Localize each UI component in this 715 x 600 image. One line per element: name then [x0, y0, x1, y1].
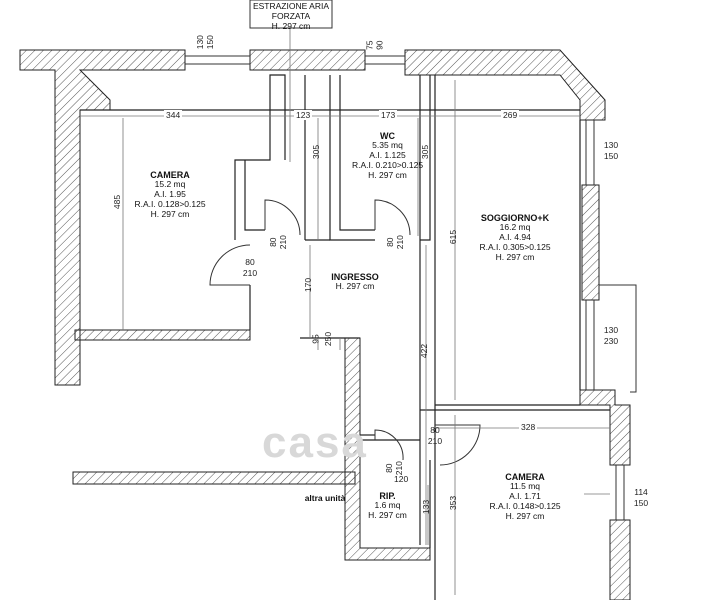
room-rai: R.A.I. 0.148>0.125 [489, 500, 561, 511]
room-height: H. 297 cm [150, 208, 190, 219]
room-name: SOGGIORNO+K [480, 213, 550, 223]
room-name: INGRESSO [331, 272, 379, 282]
dim-328: 328 [519, 422, 538, 432]
room-name: WC [380, 131, 395, 141]
window-width: 130 [194, 35, 205, 50]
room-area: 5.35 mq [372, 140, 403, 151]
window-label-4: 130 230 [600, 325, 622, 346]
room-camera-1: CAMERA 15.2 mq A.I. 1.95 R.A.I. 0.128>0.… [115, 170, 225, 219]
dim-170: 170 [303, 277, 314, 293]
door-label-camera-2: 80 210 [423, 425, 447, 446]
window-label-2: 75 90 [365, 40, 385, 49]
room-area: 16.2 mq [499, 222, 531, 233]
room-wc: WC 5.35 mq A.I. 1.125 R.A.I. 0.210>0.125… [340, 131, 435, 180]
window-width: 130 [603, 140, 619, 150]
window-height: 90 [374, 40, 385, 50]
dim-485: 485 [112, 194, 123, 210]
window-width: 75 [364, 40, 375, 50]
dim-305-a: 305 [311, 144, 322, 160]
room-soggiorno: SOGGIORNO+K 16.2 mq A.I. 4.94 R.A.I. 0.3… [460, 213, 570, 262]
room-height: H. 297 cm [335, 281, 375, 292]
dim-250: 250 [323, 331, 334, 347]
room-rai: R.A.I. 0.305>0.125 [479, 241, 551, 252]
door-width: 80 [245, 257, 255, 267]
other-unit-label: altra unità [304, 493, 346, 503]
dim-422: 422 [419, 343, 430, 359]
door-width: 80 [384, 237, 395, 247]
window-label-5: 114 150 [630, 487, 652, 508]
window-height: 150 [603, 150, 619, 161]
room-area: 1.6 mq [374, 500, 401, 511]
dim-95: 95 [310, 334, 321, 344]
vent-line3: H. 297 cm [271, 20, 311, 31]
vent-label: ESTRAZIONE ARIA FORZATA H. 297 cm [250, 1, 332, 31]
door-width: 80 [430, 425, 440, 435]
dim-133: 133 [421, 499, 432, 515]
room-camera-2: CAMERA 11.5 mq A.I. 1.71 R.A.I. 0.148>0.… [470, 472, 580, 521]
room-ai: A.I. 4.94 [499, 232, 531, 243]
vent-box [249, 0, 333, 29]
window-height: 230 [603, 335, 619, 346]
dim-173: 173 [379, 110, 398, 120]
room-ai: A.I. 1.95 [154, 189, 186, 200]
room-rai: R.A.I. 0.128>0.125 [134, 198, 206, 209]
room-ai: A.I. 1.71 [509, 491, 541, 502]
door-height: 210 [242, 267, 258, 278]
dim-353: 353 [448, 495, 459, 511]
room-name: CAMERA [505, 472, 545, 482]
watermark: casa [262, 418, 368, 467]
room-ai: A.I. 1.125 [369, 150, 406, 161]
window-height: 150 [205, 35, 216, 50]
room-ingresso: INGRESSO H. 297 cm [315, 272, 395, 292]
door-rip-width: 120 [394, 474, 409, 484]
room-name: CAMERA [150, 170, 190, 180]
door-label-wc: 80 210 [385, 235, 405, 249]
room-area: 15.2 mq [154, 179, 186, 190]
dim-615: 615 [448, 229, 459, 245]
window-label-3: 130 150 [600, 140, 622, 161]
room-ripostiglio: RIP. 1.6 mq H. 297 cm [360, 491, 415, 521]
room-height: H. 297 cm [505, 510, 545, 521]
room-height: H. 297 cm [368, 169, 407, 180]
door-height: 210 [427, 435, 443, 446]
window-height: 150 [633, 497, 649, 508]
vent-line1: ESTRAZIONE ARIA [252, 1, 330, 11]
dimension-lines [80, 0, 610, 595]
door-width: 80 [383, 463, 394, 473]
interior-walls [80, 74, 610, 600]
windows [185, 55, 637, 520]
door-height: 210 [395, 235, 406, 250]
door-height: 210 [278, 235, 289, 250]
room-name: RIP. [379, 491, 396, 501]
room-area: 11.5 mq [509, 481, 541, 492]
vent-line2: FORZATA [271, 10, 311, 21]
room-height: H. 297 cm [495, 251, 535, 262]
room-rai: R.A.I. 0.210>0.125 [351, 159, 424, 170]
window-label-1: 130 150 [195, 35, 215, 49]
dim-305-b: 305 [420, 144, 431, 160]
window-width: 130 [603, 325, 619, 335]
dim-344: 344 [164, 110, 183, 120]
walls [19, 49, 631, 600]
door-label-camera-1: 80 210 [238, 257, 262, 278]
room-height: H. 297 cm [368, 510, 407, 521]
door-label-bath-left: 80 210 [268, 235, 288, 249]
dim-123: 123 [294, 110, 313, 120]
dim-269: 269 [501, 110, 520, 120]
door-width: 80 [267, 237, 278, 247]
window-width: 114 [634, 487, 648, 497]
